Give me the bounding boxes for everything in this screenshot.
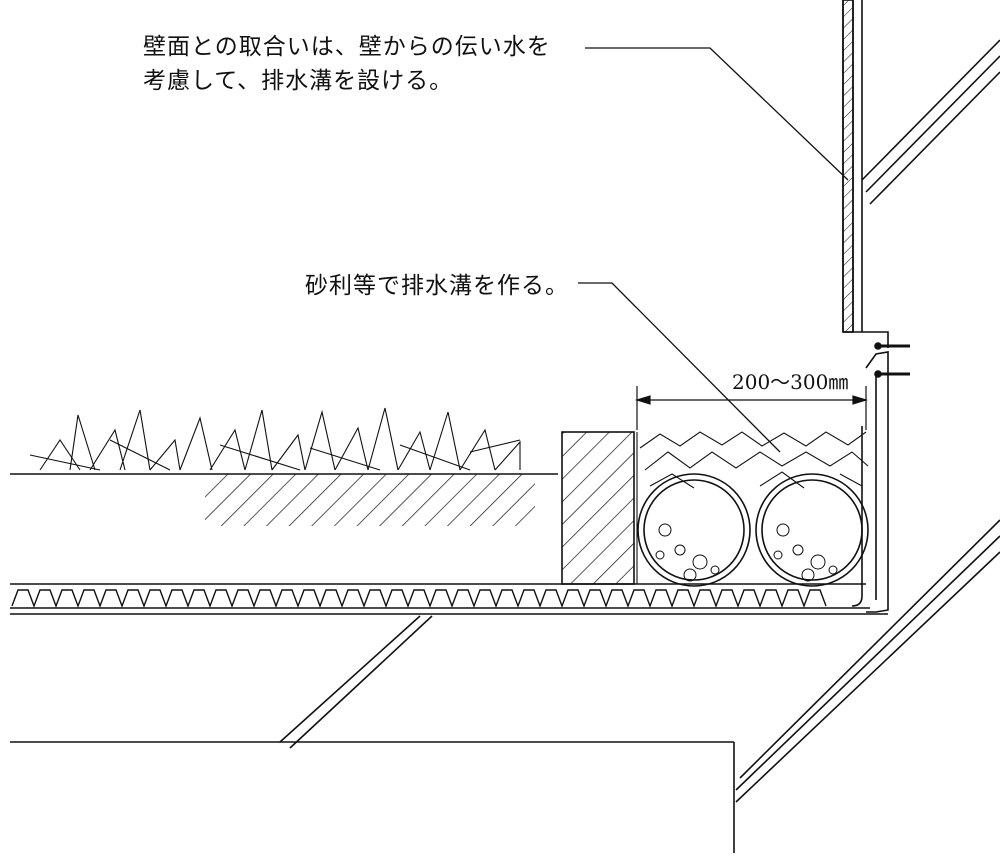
- plant-icon: [29, 407, 521, 471]
- leader-line-gravel: [578, 282, 781, 453]
- annotation-gravel-drain: 砂利等で排水溝を作る。: [305, 273, 569, 299]
- drain-gutter: [851, 351, 889, 613]
- annotation-wall-junction: 壁面との取合いは、壁からの伝い水を 考慮して、排水溝を設ける。: [143, 30, 551, 98]
- leader-line-wall: [585, 47, 849, 181]
- annotation-wall-line1: 壁面との取合いは、壁からの伝い水を: [143, 34, 551, 60]
- drainage-board: [10, 583, 888, 615]
- building-wall: [842, 0, 1000, 348]
- structural-slab: [10, 519, 1000, 853]
- concrete-curb: [561, 431, 635, 585]
- annotation-wall-line2: 考慮して、排水溝を設ける。: [143, 68, 454, 94]
- gravel-icon: [636, 431, 869, 584]
- planting-soil: [10, 473, 558, 526]
- dimension-line: [634, 386, 869, 430]
- anchor-bolt-icon: [874, 342, 910, 378]
- dimension-label: 200～300㎜: [732, 370, 849, 394]
- drain-pipe-icon: [637, 473, 869, 587]
